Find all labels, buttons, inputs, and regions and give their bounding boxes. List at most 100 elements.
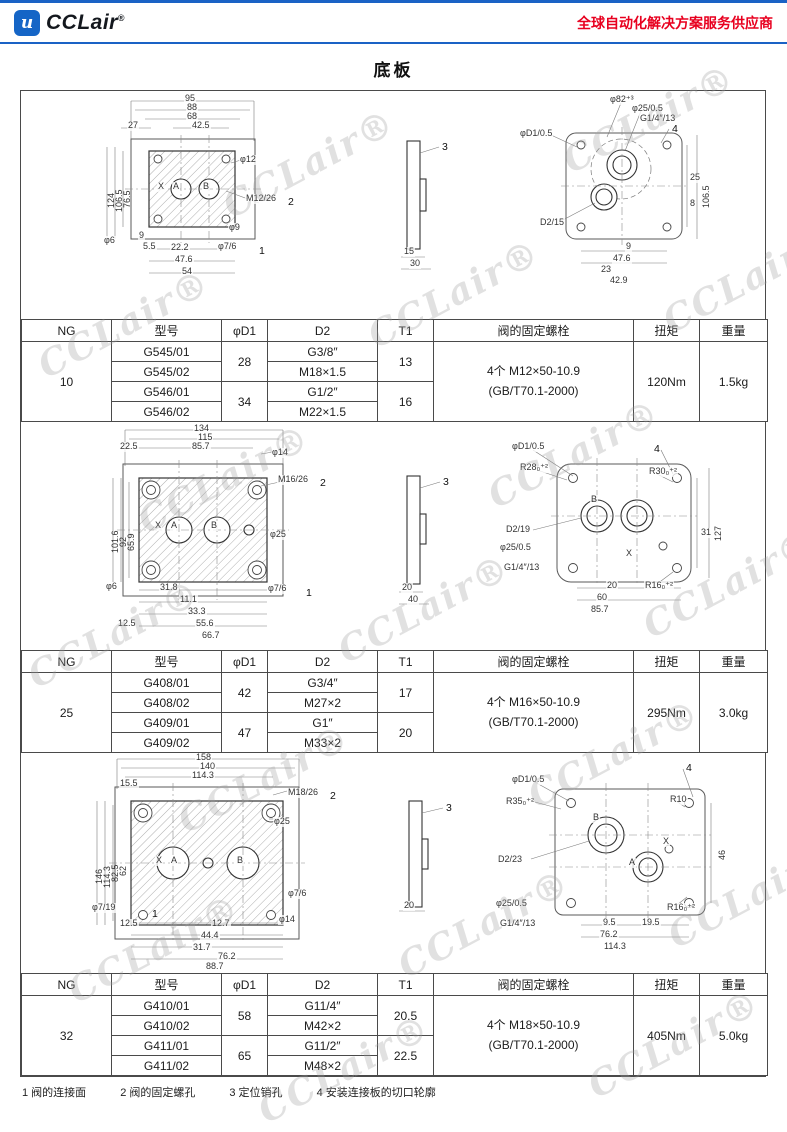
dimension-label: 60 bbox=[596, 592, 609, 603]
dimension-label: G1/4″/13 bbox=[503, 562, 541, 573]
company-tagline: 全球自动化解决方案服务供应商 bbox=[577, 14, 773, 31]
col-d2: D2 bbox=[267, 650, 378, 673]
d2-cell: G1/2″ bbox=[267, 381, 378, 402]
dimension-label: M16/26 bbox=[277, 474, 310, 485]
dimension-label: 44.4 bbox=[200, 930, 220, 941]
ng-value: 25 bbox=[21, 672, 112, 753]
col-weight: 重量 bbox=[699, 650, 768, 673]
d1-cell: 34 bbox=[221, 381, 268, 422]
spec-table-ng25: NG 型号 φD1 D2 T1 阀的固定螺栓 扭矩 重量 25 G408/01 … bbox=[21, 650, 768, 753]
t1-cell: 13 bbox=[377, 341, 434, 382]
dimension-label: X bbox=[154, 520, 163, 531]
d1-cell: 42 bbox=[221, 672, 268, 713]
dimension-label: B bbox=[236, 855, 245, 866]
d2-cell: M48×2 bbox=[267, 1055, 378, 1076]
spec-table-ng10: NG 型号 φD1 D2 T1 阀的固定螺栓 扭矩 重量 10 G545/01 … bbox=[21, 319, 768, 422]
dimension-label: 76.2 bbox=[217, 951, 237, 962]
dimension-label: 11.1 bbox=[179, 594, 198, 605]
table-row: G411/01 65 G11/2″ 22.5 bbox=[22, 1035, 768, 1076]
dimension-label: 158 bbox=[195, 752, 213, 763]
dimension-label: 54 bbox=[181, 266, 194, 277]
callout-number: 4 bbox=[672, 123, 678, 135]
dimension-label: 19.5 bbox=[641, 917, 661, 928]
col-d2: D2 bbox=[267, 973, 378, 996]
dimension-label: φ25/0.5 bbox=[495, 898, 528, 909]
d2-cell: G11/4″ bbox=[267, 995, 378, 1016]
dimension-label: A bbox=[628, 857, 637, 868]
dimension-label: R16₀⁺² bbox=[666, 902, 696, 913]
dimension-label: φ14 bbox=[278, 914, 296, 925]
t1-cell: 22.5 bbox=[377, 1035, 434, 1076]
dimension-label: 5.5 bbox=[142, 241, 157, 252]
logo-icon: u bbox=[14, 9, 40, 36]
col-ng: NG bbox=[21, 650, 112, 673]
bolt-standard: (GB/T70.1-2000) bbox=[488, 714, 579, 729]
col-d2: D2 bbox=[267, 319, 378, 342]
model-cell: G411/02 bbox=[111, 1055, 222, 1076]
d2-cell: M18×1.5 bbox=[267, 361, 378, 382]
model-cell: G546/01 bbox=[111, 381, 222, 402]
col-d1: φD1 bbox=[221, 319, 268, 342]
dimension-label: 88.7 bbox=[205, 961, 225, 972]
dimension-label: G1/4″/13 bbox=[499, 918, 537, 929]
dimension-label: 85.7 bbox=[191, 441, 211, 452]
col-d1: φD1 bbox=[221, 973, 268, 996]
legend-footnote: 1 阀的连接面 2 阀的固定螺孔 3 定位销孔 4 安装连接板的切口轮廓 bbox=[22, 1084, 765, 1100]
col-torque: 扭矩 bbox=[633, 319, 700, 342]
dimension-label: φ14 bbox=[271, 447, 289, 458]
dimension-label: φD1/0.5 bbox=[511, 441, 546, 452]
d2-cell: G3/8″ bbox=[267, 341, 378, 362]
brand-text: CCLair bbox=[46, 10, 118, 34]
bolt-cell: 4个 M16×50-10.9 (GB/T70.1-2000) bbox=[433, 672, 634, 753]
callout-number: 1 bbox=[306, 587, 312, 599]
col-weight: 重量 bbox=[699, 319, 768, 342]
dimension-label: D2/19 bbox=[505, 524, 532, 535]
dimension-label: 106.5 bbox=[701, 185, 711, 208]
model-cell: G545/02 bbox=[111, 361, 222, 382]
bolt-spec: 4个 M16×50-10.9 bbox=[486, 695, 581, 710]
dimension-label: B bbox=[592, 812, 601, 823]
dimension-label: 115 bbox=[197, 432, 214, 443]
dimension-label: 30 bbox=[409, 258, 422, 269]
dimension-label: 9.5 bbox=[602, 917, 617, 928]
dimension-label: 40 bbox=[407, 594, 420, 605]
col-d1: φD1 bbox=[221, 650, 268, 673]
col-ng: NG bbox=[21, 319, 112, 342]
model-cell: G408/02 bbox=[111, 692, 222, 713]
dimension-label: φ25/0.5 bbox=[499, 542, 532, 553]
col-t1: T1 bbox=[377, 319, 434, 342]
col-torque: 扭矩 bbox=[633, 650, 700, 673]
dimension-label: 68 bbox=[186, 111, 199, 122]
dimension-label: D2/15 bbox=[539, 217, 566, 228]
dimension-label: 114.3 bbox=[191, 770, 215, 781]
model-cell: G409/02 bbox=[111, 732, 222, 753]
d2-cell: G1″ bbox=[267, 712, 378, 733]
dimension-label: φ9 bbox=[228, 222, 241, 233]
table-header-row: NG 型号 φD1 D2 T1 阀的固定螺栓 扭矩 重量 bbox=[21, 319, 768, 342]
ng-value: 10 bbox=[21, 341, 112, 422]
dimension-label: 76.2 bbox=[599, 929, 619, 940]
d1-cell: 58 bbox=[221, 995, 268, 1036]
t1-cell: 20.5 bbox=[377, 995, 434, 1036]
dimension-label: 140 bbox=[199, 761, 217, 772]
dimension-label: R35₀⁺² bbox=[505, 796, 535, 807]
weight-cell: 5.0kg bbox=[699, 995, 768, 1076]
model-cell: G410/01 bbox=[111, 995, 222, 1016]
model-cell: G410/02 bbox=[111, 1015, 222, 1036]
callout-number: 4 bbox=[654, 443, 660, 455]
legend-item: 4 安装连接板的切口轮廓 bbox=[316, 1087, 436, 1099]
torque-cell: 120Nm bbox=[633, 341, 700, 422]
page-title: 底板 bbox=[373, 61, 414, 80]
col-t1: T1 bbox=[377, 650, 434, 673]
model-cell: G545/01 bbox=[111, 341, 222, 362]
col-ng: NG bbox=[21, 973, 112, 996]
table-row: G546/02 M22×1.5 bbox=[22, 401, 768, 422]
d1-cell: 47 bbox=[221, 712, 268, 753]
d2-cell: M22×1.5 bbox=[267, 401, 378, 422]
dimension-label: 76.5 bbox=[122, 190, 132, 208]
dimension-label: R16₀⁺² bbox=[644, 580, 674, 591]
dimension-label: 46 bbox=[717, 849, 727, 860]
dimension-label: R10 bbox=[669, 794, 688, 805]
